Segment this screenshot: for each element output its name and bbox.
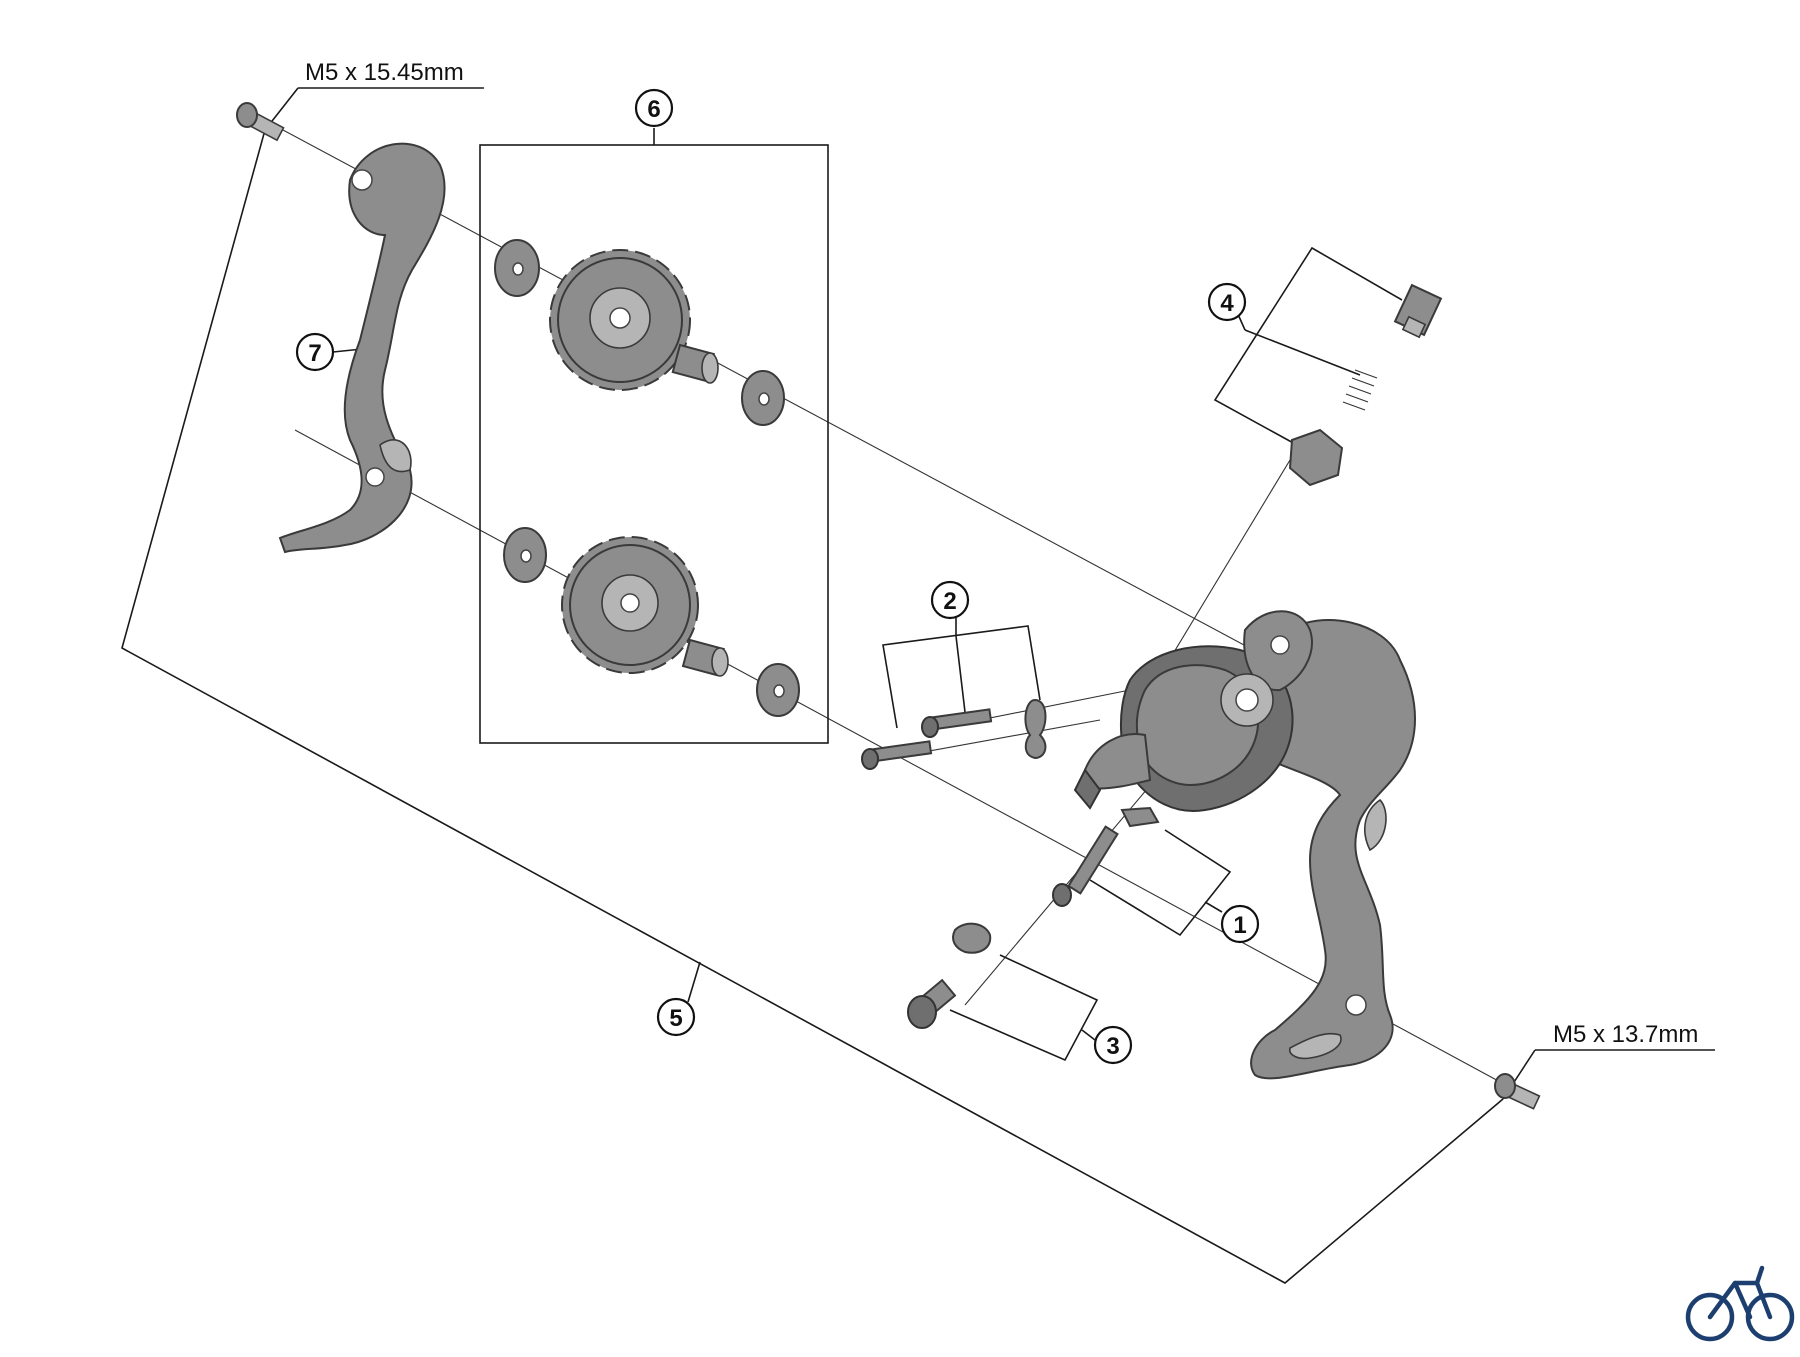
- callout-3-bracket: [949, 954, 1099, 1062]
- callout-1: 1: [1220, 904, 1260, 944]
- callout-5-leader: [687, 961, 701, 1003]
- callout-2: 2: [930, 580, 970, 620]
- bicycle-icon: [1685, 1265, 1795, 1342]
- adjuster-bolt: [1393, 283, 1443, 339]
- callout-1-bracket: [1089, 829, 1232, 937]
- callout-3: 3: [1093, 1025, 1133, 1065]
- fixing-plate: [952, 922, 992, 954]
- callout-6: 6: [634, 88, 674, 128]
- upper-bushing: [671, 343, 719, 384]
- stop-bolt: [1052, 825, 1119, 907]
- dim-bottom-label: M5 x 13.7mm: [1553, 1021, 1698, 1048]
- upper-washer-left: [494, 239, 540, 297]
- bottom-bolt: [1494, 1073, 1541, 1110]
- callout-2-bracket: [882, 618, 1041, 729]
- dim-top-label: M5 x 15.45mm: [305, 59, 464, 86]
- link-plate: [1024, 698, 1047, 760]
- pivot-bolt: [861, 740, 933, 770]
- callout-3-label: 3: [1106, 1033, 1119, 1060]
- lower-pulley: [561, 536, 699, 674]
- callout-7: 7: [295, 332, 335, 372]
- derailleur-body: [1073, 610, 1416, 1080]
- callout-2-label: 2: [943, 588, 956, 615]
- callout-6-box: [479, 128, 829, 744]
- lower-washer-left: [503, 527, 547, 583]
- callout-6-label: 6: [647, 96, 660, 123]
- callout-5: 5: [656, 997, 696, 1037]
- dim-bottom: M5 x 13.7mm: [1502, 1021, 1715, 1100]
- callout-4-label: 4: [1220, 290, 1234, 317]
- lower-bushing: [681, 638, 729, 677]
- callout-5-bracket: [121, 129, 1504, 1284]
- fixing-bolt: [907, 978, 957, 1029]
- adjuster-spring: [1342, 369, 1378, 411]
- lower-washer-right: [756, 663, 800, 717]
- adjuster-nut: [1288, 428, 1344, 487]
- callout-4: 4: [1207, 282, 1247, 322]
- upper-washer-right: [741, 370, 785, 426]
- upper-pulley: [549, 249, 691, 391]
- inner-cage-plate: [278, 142, 446, 554]
- callout-7-label: 7: [308, 340, 321, 367]
- callout-5-label: 5: [669, 1005, 682, 1032]
- top-bolt: [236, 102, 285, 142]
- callout-1-label: 1: [1233, 912, 1246, 939]
- b-tension-bolt: [921, 708, 993, 738]
- callout-4-bracket: [1213, 246, 1403, 446]
- stop-plate: [1120, 806, 1160, 828]
- dim-top: M5 x 15.45mm: [264, 59, 484, 131]
